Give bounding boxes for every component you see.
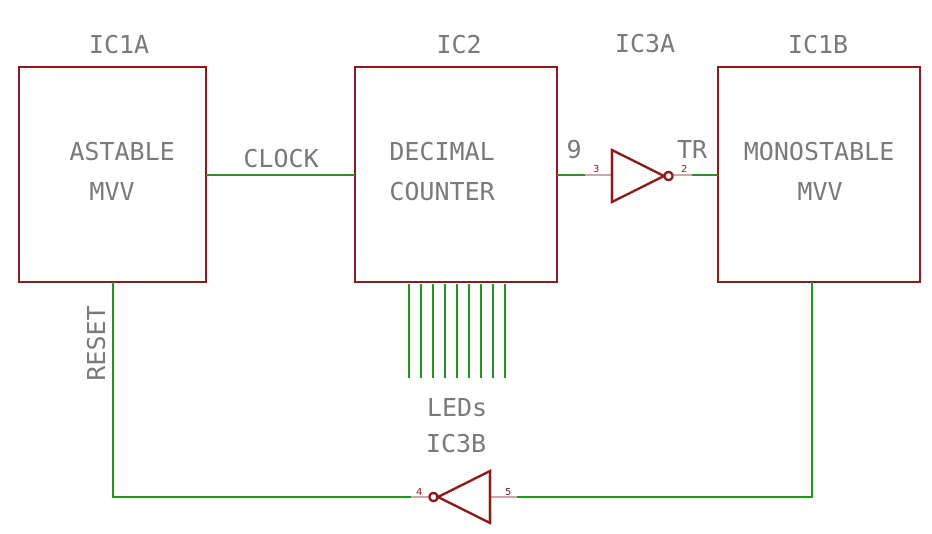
ic1a-block	[18, 66, 207, 283]
ic3b-inverter-triangle	[435, 468, 492, 526]
ic3a-ref-label: IC3A	[615, 29, 675, 58]
ic3a-inverter-triangle	[610, 147, 667, 205]
ic3b-inverter-bubble	[428, 491, 439, 503]
ic3a-inverter-bubble	[663, 170, 674, 182]
ic1a-line1-label: ASTABLE	[69, 137, 174, 166]
ic3a-pin-out-number: 2	[681, 164, 687, 175]
leds-label: LEDs	[427, 393, 487, 422]
ic3a-pin-in-number: 3	[593, 164, 599, 175]
ic3b-pin-in-number: 5	[505, 487, 511, 498]
ic2-ref-label: IC2	[436, 30, 481, 59]
ic1a-ref-label: IC1A	[89, 30, 149, 59]
clock-label: CLOCK	[243, 144, 318, 173]
trigger-label: TR	[677, 135, 708, 164]
ic3b-ref-label: IC3B	[426, 429, 486, 458]
ic1b-line2-label: MVV	[797, 177, 842, 206]
ic1b-line1-label: MONOSTABLE	[744, 137, 895, 166]
ic2-line2-label: COUNTER	[389, 177, 495, 206]
reset-label: RESET	[82, 305, 111, 380]
output9-label: 9	[566, 135, 581, 164]
ic1b-block	[717, 66, 921, 283]
led-bus	[408, 284, 506, 378]
feedback-wire	[517, 282, 813, 498]
ic1b-ref-label: IC1B	[788, 30, 848, 59]
ic2-line1-label: DECIMAL	[389, 137, 494, 166]
ic1a-line2-label: MVV	[89, 177, 134, 206]
ic2-block	[354, 66, 558, 283]
ic3b-pin-out-number: 4	[416, 487, 422, 498]
reset-wire	[112, 282, 411, 498]
